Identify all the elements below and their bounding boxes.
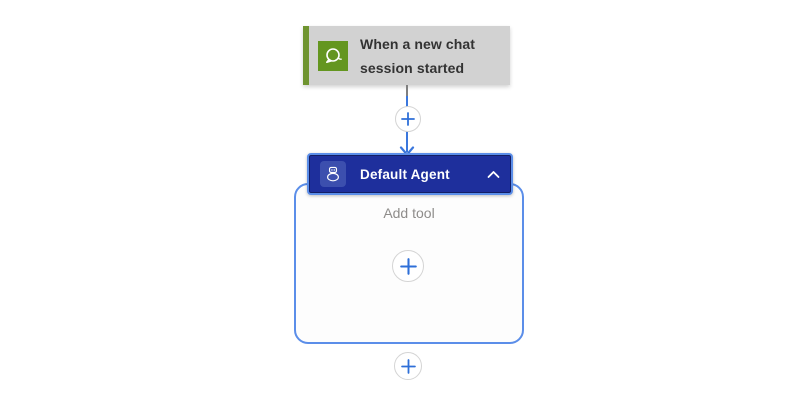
insert-step-button[interactable] <box>395 106 421 132</box>
trigger-card[interactable]: When a new chat session started <box>303 26 510 85</box>
plus-icon <box>399 257 417 275</box>
robot-icon <box>320 161 346 187</box>
add-tool-button[interactable] <box>392 250 424 282</box>
plus-icon <box>401 112 415 126</box>
trigger-title: When a new chat session started <box>360 35 476 76</box>
chat-bubble-icon <box>318 40 348 71</box>
plus-icon <box>400 358 416 374</box>
connector-stub <box>406 85 408 96</box>
add-tool-label: Add tool <box>383 205 435 221</box>
insert-step-below-button[interactable] <box>394 352 422 380</box>
chevron-up-icon[interactable] <box>487 170 500 179</box>
agent-header[interactable]: Default Agent <box>307 153 513 195</box>
agent-title: Default Agent <box>360 166 450 182</box>
